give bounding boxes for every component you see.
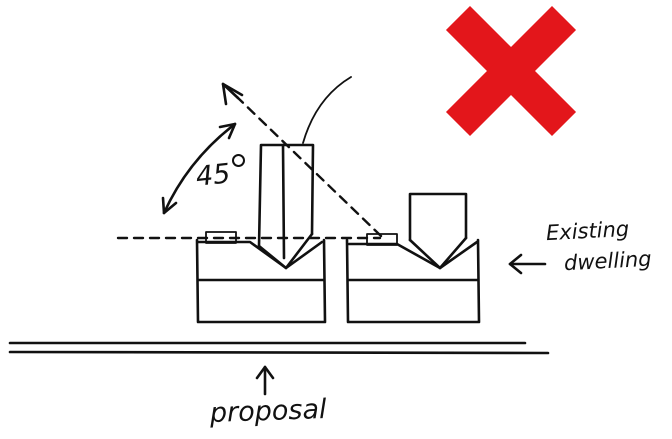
existing-extension-gable bbox=[408, 236, 468, 270]
existing-dwelling bbox=[345, 192, 481, 324]
existing-label: Existing bbox=[545, 216, 630, 246]
degree-symbol-icon bbox=[232, 154, 245, 167]
existing-dwelling-window bbox=[366, 233, 398, 246]
red-cross-icon bbox=[445, 5, 577, 137]
proposed-extension-box bbox=[257, 143, 315, 248]
existing-dwelling-roof-valley bbox=[347, 240, 479, 270]
existing-extension-box bbox=[408, 192, 468, 242]
existing-dwelling-pointer-arrow bbox=[508, 253, 547, 275]
leader-curve bbox=[302, 76, 352, 144]
arc-top-arrowhead bbox=[218, 122, 237, 140]
proposed-dwelling bbox=[195, 143, 327, 324]
ground-road-lines bbox=[8, 341, 550, 355]
proposed-extension-ridge bbox=[281, 143, 286, 260]
proposal-pointer-arrow bbox=[255, 365, 275, 396]
dwelling-label: dwelling bbox=[563, 246, 653, 276]
proposed-extension-gable bbox=[257, 232, 314, 270]
angle-label: 45 bbox=[194, 158, 232, 193]
forty-five-degree-line bbox=[221, 82, 383, 238]
arc-bottom-arrowhead bbox=[161, 196, 178, 215]
angle-arc-arrow bbox=[161, 122, 237, 215]
proposal-label: proposal bbox=[209, 393, 328, 430]
proposed-dwelling-window bbox=[205, 231, 237, 244]
